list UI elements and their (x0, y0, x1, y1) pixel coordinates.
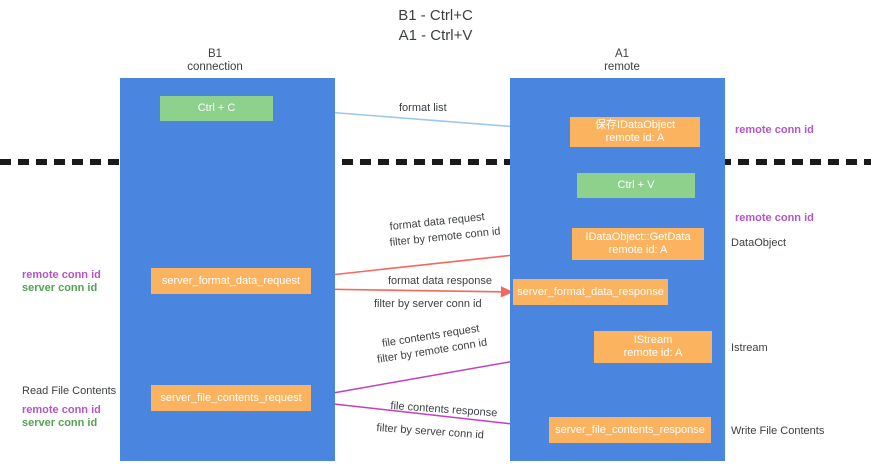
annotation-write-file-contents: Write File Contents (731, 425, 825, 437)
node-server-file-contents-response-label: server_file_contents_response (555, 423, 705, 436)
node-istream-line2: remote id: A (623, 347, 683, 359)
annotation-left-server-conn-id-mid: server conn id (22, 282, 98, 294)
annotation-right-remote-conn-id-top: remote conn id (735, 124, 814, 136)
node-save-idataobject[interactable]: 保存IDataObject remote id: A (570, 117, 700, 147)
annotation-read-file-contents: Read File Contents (22, 385, 117, 397)
filter-key-server-conn-id: server conn id (412, 298, 482, 310)
node-server-format-data-request[interactable]: server_format_data_request (151, 268, 311, 294)
column-a1-role: remote (604, 61, 640, 73)
node-save-idataobject-line2: remote id: A (605, 132, 665, 144)
node-server-file-contents-response[interactable]: server_file_contents_response (549, 417, 711, 443)
node-server-format-data-response-label: server_format_data_response (517, 285, 664, 298)
edge-format-data-response (311, 286, 514, 298)
title-line-1: B1 - Ctrl+C (398, 7, 473, 24)
node-server-file-contents-request[interactable]: server_file_contents_request (151, 385, 311, 411)
node-istream-line1: IStream (633, 334, 673, 346)
column-a1-name: A1 (614, 48, 630, 60)
node-ctrl-v[interactable]: Ctrl + V (577, 173, 695, 198)
node-istream[interactable]: IStream remote id: A (594, 331, 712, 363)
edge-label-format-list: format list (399, 102, 447, 114)
filter-key-server-conn-id: server conn id (414, 424, 485, 442)
node-ctrl-v-label: Ctrl + V (617, 179, 655, 191)
annotation-istream: Istream (731, 342, 768, 354)
edge-label-format-data-response-filter: filter by server conn id (374, 297, 482, 311)
filter-prefix: filter by (376, 421, 413, 437)
column-header-a1: A1 remote (562, 48, 682, 74)
filter-prefix: filter by (376, 348, 414, 366)
edge-label-file-contents-response-filter: filter by server conn id (376, 421, 484, 442)
column-b1-name: B1 (207, 48, 223, 60)
edge-label-file-contents-response: file contents response (390, 399, 498, 420)
node-server-format-data-request-label: server_format_data_request (161, 274, 301, 287)
column-header-b1: B1 connection (155, 48, 275, 74)
filter-prefix: filter by (389, 233, 426, 249)
annotation-dataobject: DataObject (731, 237, 787, 249)
annotation-left-server-conn-id-bottom: server conn id (22, 417, 98, 429)
title-line-2: A1 - Ctrl+V (398, 27, 473, 44)
node-ctrl-c-label: Ctrl + C (197, 102, 236, 114)
node-getdata-line2: remote id: A (608, 244, 668, 256)
page-title: B1 - Ctrl+C A1 - Ctrl+V (0, 6, 871, 46)
filter-prefix: filter by (374, 298, 410, 310)
node-save-idataobject-line1: 保存IDataObject (594, 119, 676, 131)
annotation-left-remote-conn-id-mid: remote conn id (22, 269, 101, 281)
annotation-right-remote-conn-id-mid: remote conn id (735, 212, 814, 224)
node-ctrl-c[interactable]: Ctrl + C (160, 96, 273, 121)
node-getdata-line1: IDataObject::GetData (585, 231, 691, 243)
annotation-left-remote-conn-id-bottom: remote conn id (22, 404, 101, 416)
node-server-file-contents-request-label: server_file_contents_request (160, 391, 302, 404)
column-b1-role: connection (187, 61, 243, 73)
node-server-format-data-response[interactable]: server_format_data_response (513, 279, 668, 305)
edge-label-format-data-response: format data response (388, 275, 492, 287)
node-getdata[interactable]: IDataObject::GetData remote id: A (572, 228, 704, 260)
